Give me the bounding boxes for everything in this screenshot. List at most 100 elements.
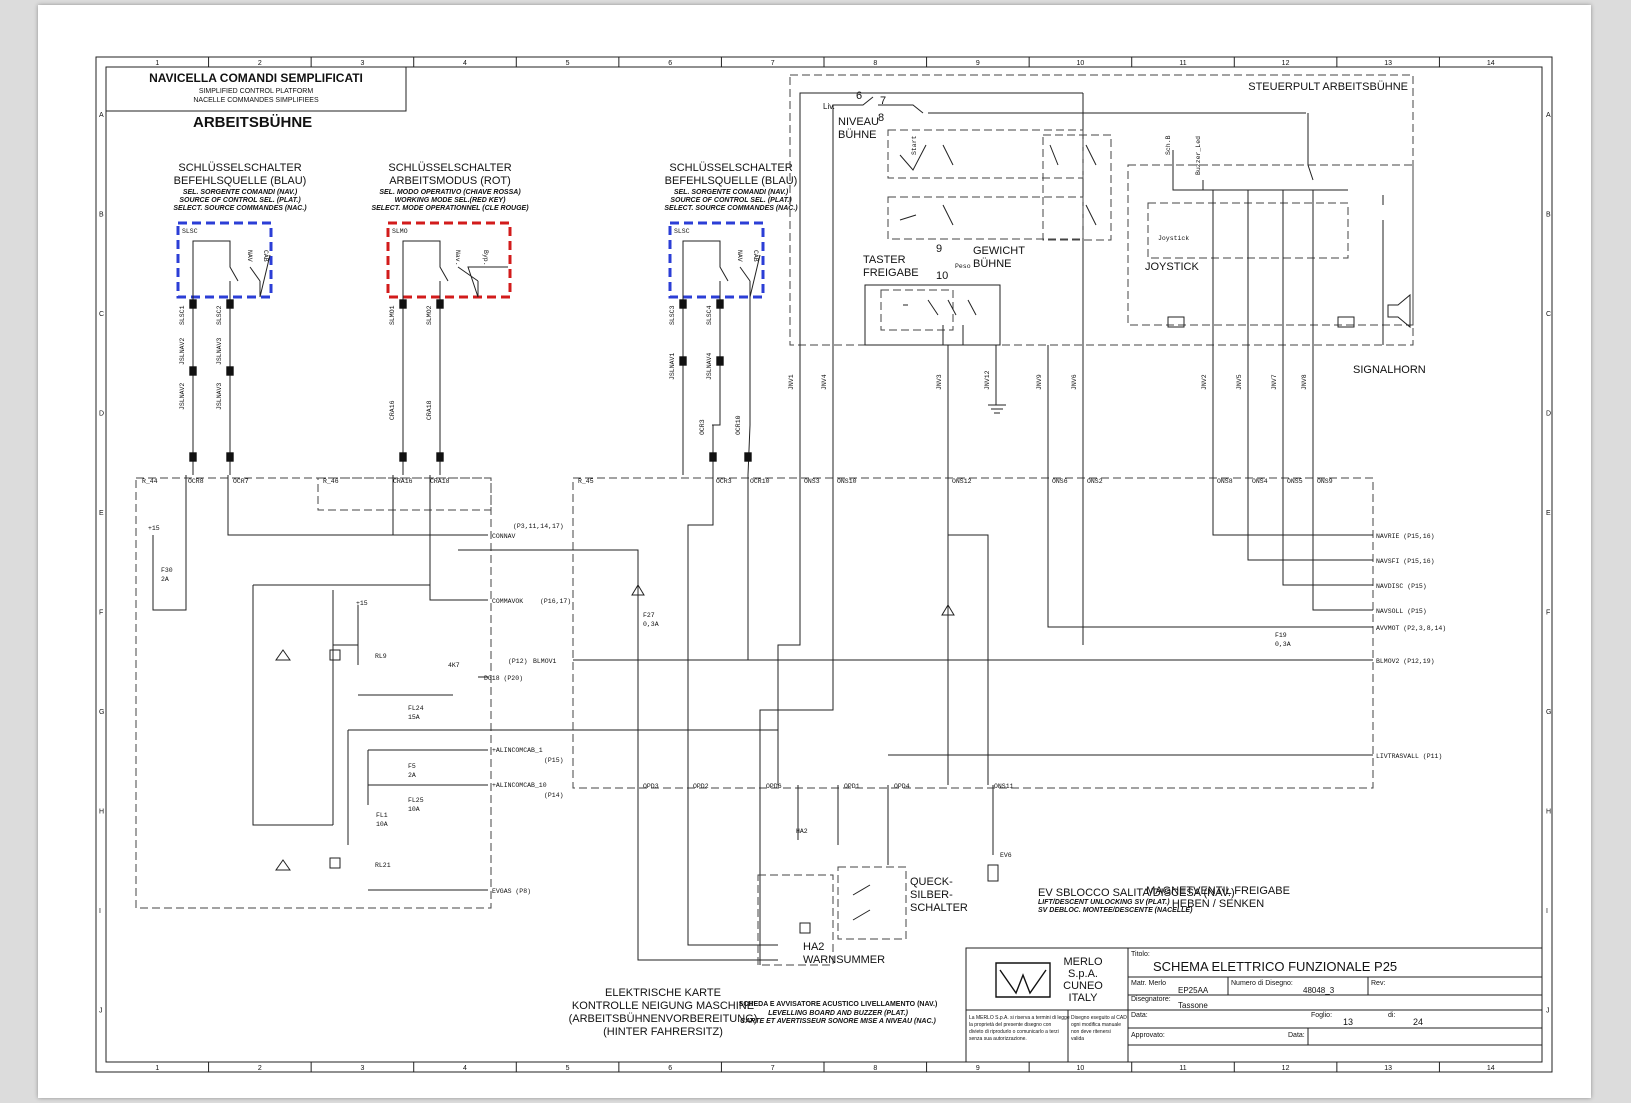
grid-row-label: D — [99, 410, 104, 417]
svg-text:ONS5: ONS5 — [1287, 478, 1303, 485]
svg-text:OCR3: OCR3 — [716, 478, 732, 485]
header-subtitle-fr: NACELLE COMMANDES SIMPLIFIEES — [193, 97, 319, 104]
svg-text:OCR10: OCR10 — [750, 478, 770, 485]
board-r45: R_45 OCR3 OCR10 ONS3 ONS10 ONS12 ONS6 ON… — [458, 475, 1446, 790]
switch1-line3: SEL. SORGENTE COMANDI (NAV.) — [183, 189, 298, 196]
svg-text:JNV7: JNV7 — [1271, 374, 1278, 390]
grid-row-label: E — [99, 510, 104, 517]
svg-text:(P15): (P15) — [544, 757, 564, 764]
svg-text:Nav.: Nav. — [454, 250, 461, 266]
svg-text:ONS12: ONS12 — [952, 478, 972, 485]
svg-text:JNV3: JNV3 — [936, 374, 943, 390]
svg-text:JSLNAV2: JSLNAV2 — [179, 383, 186, 410]
svg-text:MAGNETVENTIL FREIGABE: MAGNETVENTIL FREIGABE — [1146, 885, 1290, 897]
svg-text:48048_3: 48048_3 — [1303, 986, 1335, 995]
svg-text:OPD2: OPD2 — [693, 783, 709, 790]
r45-enclosure — [572, 477, 1374, 789]
svg-text:Disegno eseguito al CAD: Disegno eseguito al CAD — [1071, 1015, 1127, 1021]
svg-text:JNV1: JNV1 — [788, 374, 795, 390]
svg-text:10A: 10A — [376, 821, 388, 828]
svg-text:Rev:: Rev: — [1371, 980, 1385, 987]
svg-text:ONS2: ONS2 — [1087, 478, 1103, 485]
svg-text:SLSC2: SLSC2 — [216, 305, 223, 325]
grid-column-label: 3 — [360, 1065, 364, 1072]
svg-text:ELEKTRISCHE KARTE: ELEKTRISCHE KARTE — [605, 987, 721, 999]
svg-text:QUECK-: QUECK- — [910, 876, 953, 888]
grid-column-label: 4 — [463, 60, 467, 67]
svg-text:(ARBEITSBÜHNENVORBEREITUNG): (ARBEITSBÜHNENVORBEREITUNG) — [569, 1013, 758, 1025]
key-switch-mode: SCHLÜSSELSCHALTER ARBEITSMODUS (ROT) SEL… — [371, 162, 529, 299]
svg-text:BÜHNE: BÜHNE — [973, 258, 1012, 270]
svg-text:(HINTER FAHRERSITZ): (HINTER FAHRERSITZ) — [603, 1026, 723, 1038]
svg-text:Joystick: Joystick — [1158, 235, 1189, 242]
svg-text:HA2: HA2 — [803, 941, 824, 953]
svg-text:SLSC: SLSC — [182, 228, 198, 235]
grid-row-label: C — [1546, 311, 1551, 318]
svg-text:SLMO2: SLMO2 — [426, 305, 433, 325]
svg-text:+ALINCOMCAB_10: +ALINCOMCAB_10 — [492, 782, 547, 789]
svg-text:Tassone: Tassone — [1178, 1001, 1208, 1010]
grid-column-label: 10 — [1077, 60, 1085, 67]
svg-text:RL9: RL9 — [375, 653, 387, 660]
header-title: NAVICELLA COMANDI SEMPLIFICATI — [149, 71, 363, 85]
svg-text:CONNAV: CONNAV — [492, 533, 516, 540]
svg-text:EV6: EV6 — [1000, 852, 1012, 859]
grid-column-label: 11 — [1179, 1065, 1186, 1072]
switch1-enclosure — [176, 221, 273, 299]
svg-text:ONS10: ONS10 — [837, 478, 857, 485]
svg-text:SLSC4: SLSC4 — [706, 305, 713, 325]
grid-column-label: 1 — [155, 60, 159, 67]
grid-column-label: 11 — [1179, 60, 1186, 67]
svg-text:ogni modifica manuale: ogni modifica manuale — [1071, 1022, 1121, 1028]
svg-text:+15: +15 — [356, 600, 368, 607]
svg-text:Sch.B: Sch.B — [1165, 135, 1172, 155]
switch2-line3: SEL. MODO OPERATIVO (CHIAVE ROSSA) — [379, 189, 521, 196]
svg-text:senza sua autorizzazione.: senza sua autorizzazione. — [969, 1036, 1027, 1042]
key-switch-source-2: SCHLÜSSELSCHALTER BEFEHLSQUELLE (BLAU) S… — [664, 162, 798, 299]
svg-text:R_44: R_44 — [142, 478, 158, 485]
svg-text:NIVEAU: NIVEAU — [838, 116, 879, 128]
grid-row-label: C — [99, 311, 104, 318]
svg-text:JNV5: JNV5 — [1236, 374, 1243, 390]
grid-column-label: 9 — [976, 1065, 980, 1072]
grid-row-label: D — [1546, 410, 1551, 417]
switch1-line5: SELECT. SOURCE COMMANDES (NAC.) — [173, 205, 307, 212]
svg-text:NAVRIE (P15,16): NAVRIE (P15,16) — [1376, 533, 1435, 540]
svg-text:BLMOV1: BLMOV1 — [533, 658, 557, 665]
svg-text:JSLNAV3: JSLNAV3 — [216, 338, 223, 365]
svg-text:LEVELLING BOARD AND BUZZER (PL: LEVELLING BOARD AND BUZZER (PLAT.) — [768, 1010, 909, 1017]
switch2-line2: ARBEITSMODUS (ROT) — [389, 175, 511, 187]
grid-column-label: 3 — [360, 60, 364, 67]
svg-text:CAB: CAB — [752, 250, 759, 262]
grid-row-label: G — [1546, 709, 1551, 716]
grid-column-label: 13 — [1384, 1065, 1392, 1072]
svg-text:15A: 15A — [408, 714, 420, 721]
svg-text:ONS9: ONS9 — [1317, 478, 1333, 485]
svg-text:NAVSFI (P15,16): NAVSFI (P15,16) — [1376, 558, 1435, 565]
svg-text:HEBEN / SENKEN: HEBEN / SENKEN — [1172, 898, 1264, 910]
switch2-line5: SELECT. MODE OPERATIONNEL (CLE ROUGE) — [371, 205, 529, 212]
svg-text:(P3,11,14,17): (P3,11,14,17) — [513, 523, 564, 530]
svg-text:WARNSUMMER: WARNSUMMER — [803, 954, 885, 966]
svg-text:CUNEO: CUNEO — [1063, 980, 1103, 992]
switch3-enclosure — [668, 221, 765, 299]
grid-column-label: 8 — [873, 1065, 877, 1072]
svg-text:FL1: FL1 — [376, 812, 388, 819]
svg-text:BÜHNE: BÜHNE — [838, 129, 877, 141]
lower-wiring: HA2 WARNSUMMER HA2 QUECK- SILBER- SCHALT… — [569, 785, 1290, 1038]
switch3-line2: BEFEHLSQUELLE (BLAU) — [665, 175, 798, 187]
svg-text:Byp.: Byp. — [482, 250, 489, 266]
grid-row-label: F — [1546, 609, 1550, 616]
svg-text:di:: di: — [1388, 1012, 1395, 1019]
grid-column-label: 10 — [1077, 1065, 1085, 1072]
svg-text:F19: F19 — [1275, 632, 1287, 639]
svg-text:CRA18: CRA18 — [426, 400, 433, 420]
svg-text:F5: F5 — [408, 763, 416, 770]
svg-text:JNV9: JNV9 — [1036, 374, 1043, 390]
svg-text:JSLNAV3: JSLNAV3 — [216, 383, 223, 410]
platform-drops: JNV1 JNV4 JNV3 JNV12 JNV9 JNV6 JNV2 JNV5… — [788, 345, 1314, 475]
svg-text:SLMO: SLMO — [392, 228, 408, 235]
svg-text:JNV6: JNV6 — [1071, 374, 1078, 390]
